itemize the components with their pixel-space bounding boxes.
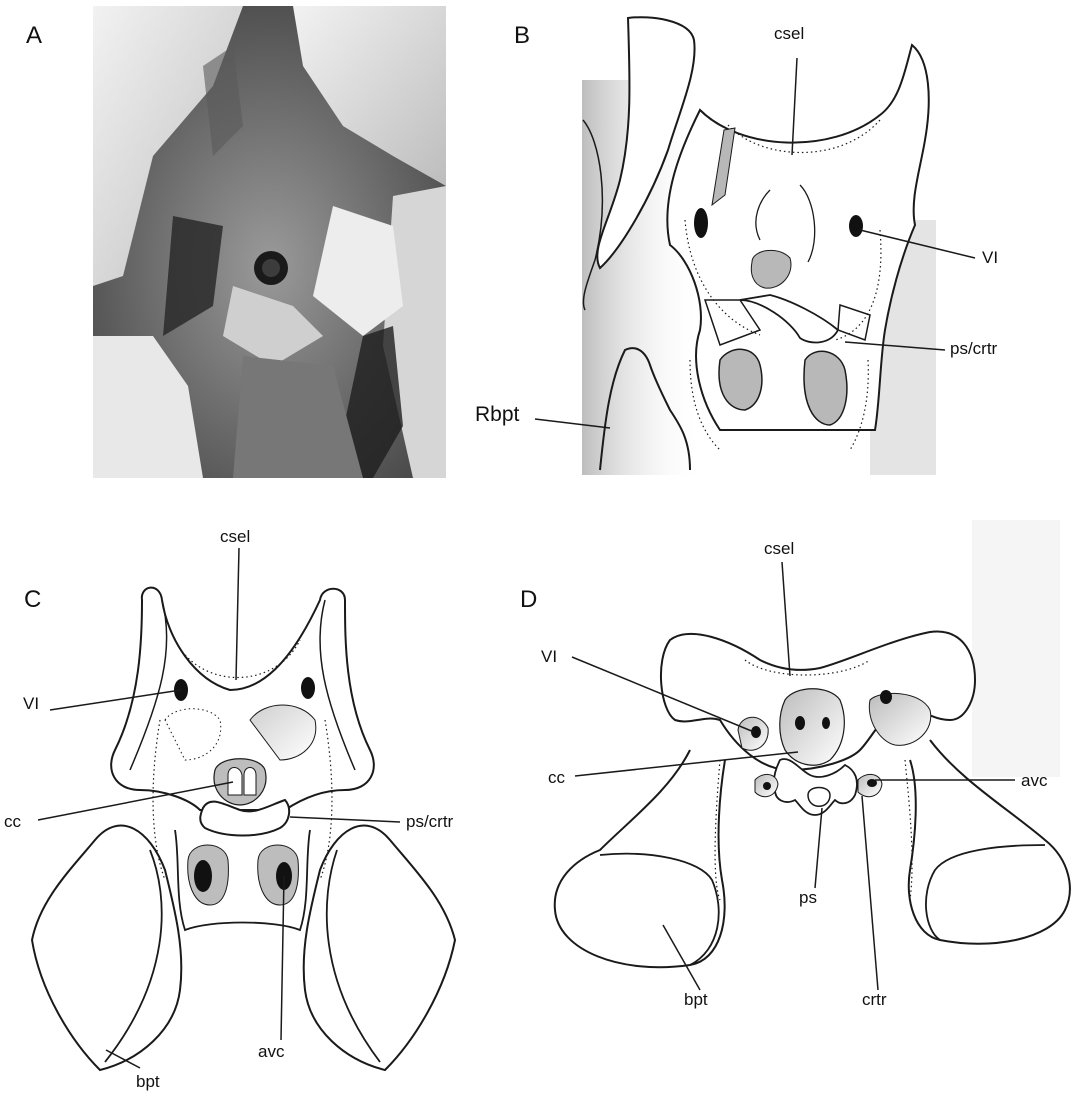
panel-d-label-csel: csel [764,539,794,559]
panel-d-label-cc: cc [548,768,565,788]
panel-d-label-vi: VI [541,647,557,667]
panel-d-label-bpt: bpt [684,990,708,1010]
panel-d-label-crtr: crtr [862,990,887,1010]
panel-d-label-ps: ps [799,888,817,908]
panel-d-label-avc: avc [1021,771,1047,791]
panel-d-shade [972,520,1060,777]
